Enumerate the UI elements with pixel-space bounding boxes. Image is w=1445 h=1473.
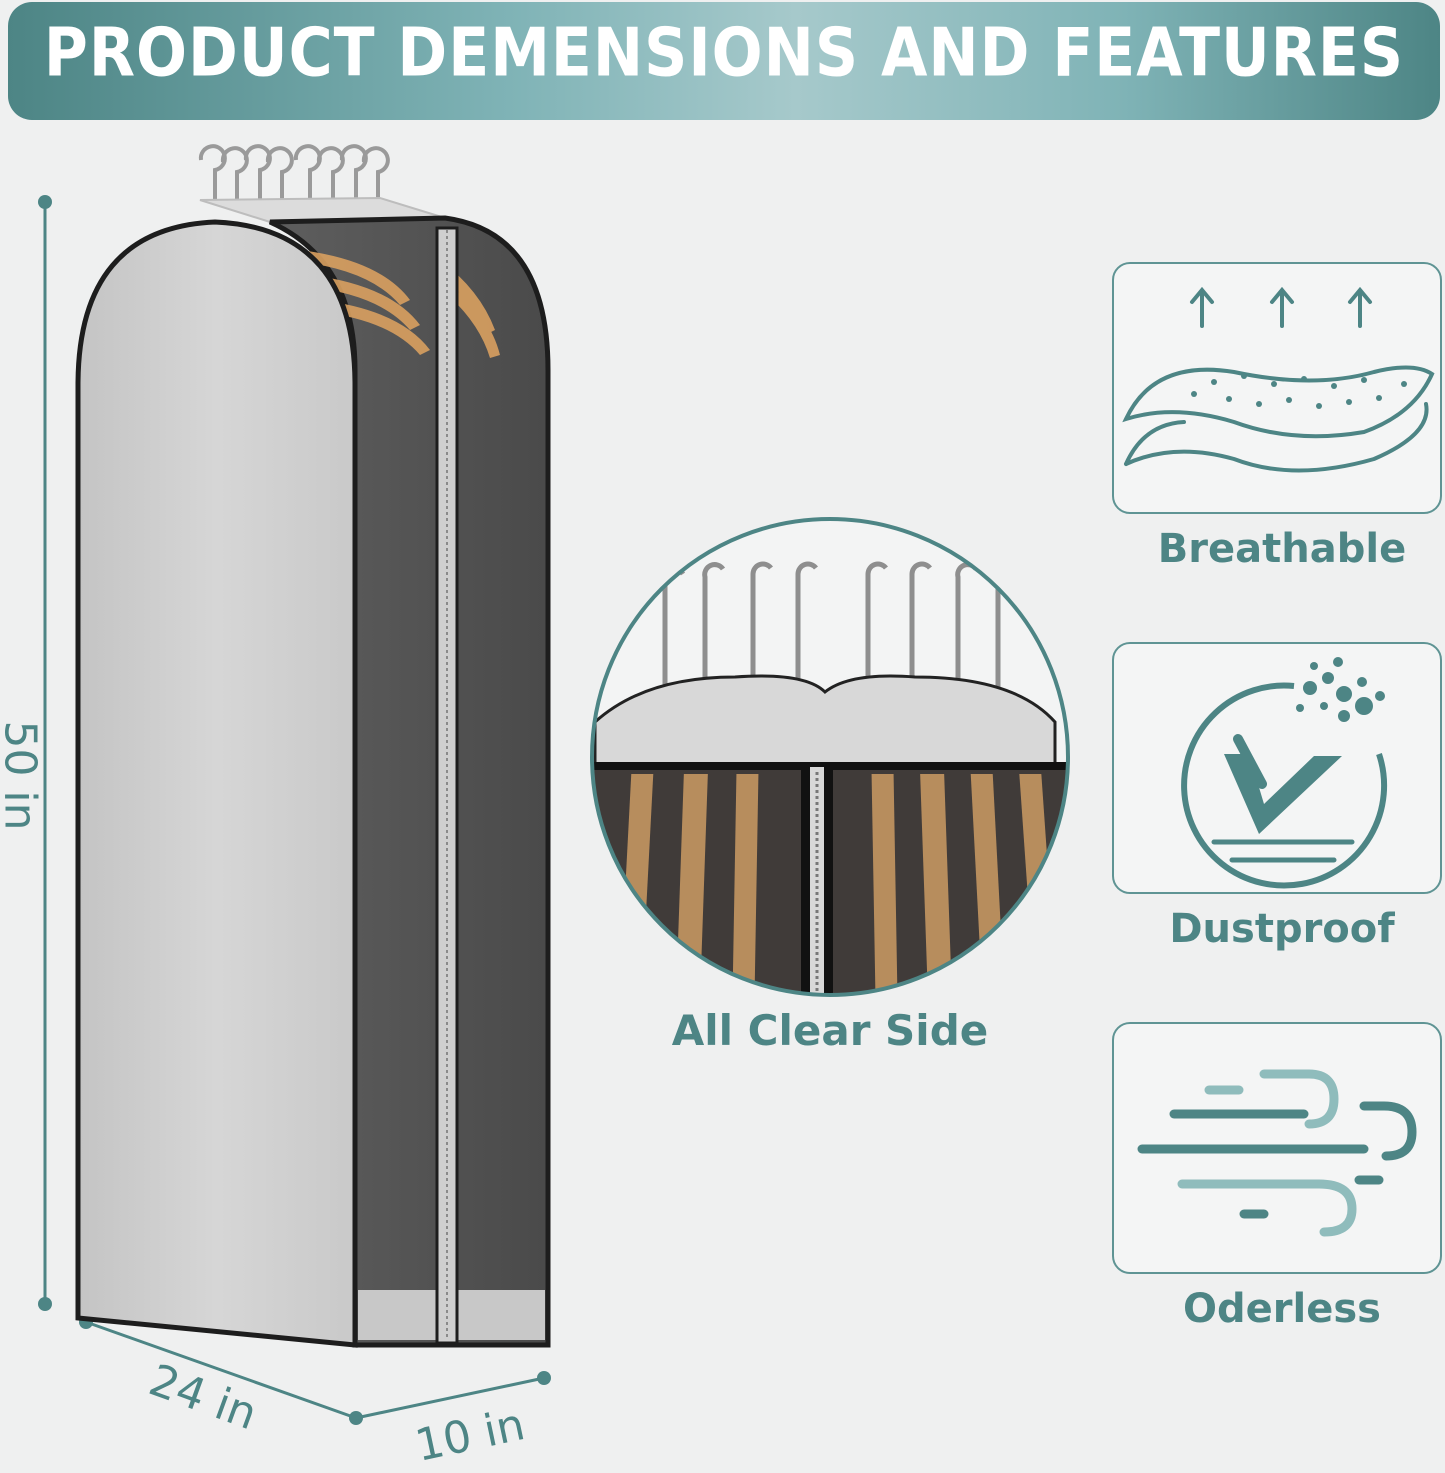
clear-side-detail — [590, 517, 1070, 997]
title-banner: PRODUCT DEMENSIONS AND FEATURES — [8, 2, 1440, 120]
odorless-card — [1112, 1022, 1442, 1274]
breathable-icon — [1122, 286, 1435, 473]
dustproof-icon — [1181, 657, 1388, 889]
breathable-label: Breathable — [1157, 526, 1407, 572]
dustproof-card — [1112, 642, 1442, 894]
dustproof-label: Dustproof — [1169, 906, 1395, 952]
height-label: 50 in — [0, 720, 46, 831]
odorless-label: Oderless — [1183, 1286, 1381, 1332]
odorless-icon — [1137, 1069, 1417, 1237]
breathable-card — [1112, 262, 1442, 514]
garment-bag-illustration — [75, 144, 551, 1348]
clear-side-caption: All Clear Side — [671, 1006, 989, 1055]
banner-title: PRODUCT DEMENSIONS AND FEATURES — [43, 13, 1405, 93]
